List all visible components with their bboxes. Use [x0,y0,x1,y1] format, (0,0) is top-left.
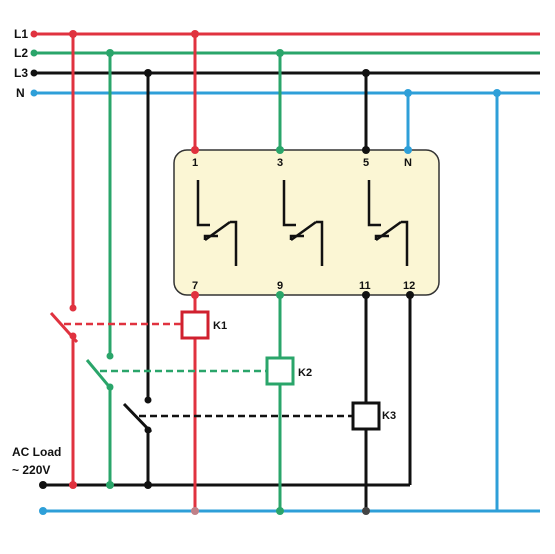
bus-l1-terminal [30,30,38,38]
bus-n-label: N [16,86,25,100]
coil-k1-body [180,310,210,340]
terminal-n [404,146,412,154]
bus-l3-label: L3 [14,66,28,80]
switch-k1 [49,304,79,344]
relay-contact-2 [282,180,324,266]
bus-l2-label: L2 [14,46,28,60]
switch-k3 [122,396,153,434]
coil-k2-label: K2 [298,367,312,379]
junction-dot [106,481,114,489]
bus-l1-label: L1 [14,27,28,41]
coil-k3-body [351,401,381,431]
terminal-3 [276,146,284,154]
junction-dot [69,30,77,38]
relay-housing [173,149,440,296]
terminal-11 [362,291,370,299]
junction-dot [191,507,199,515]
switch-k2 [85,352,114,391]
phase-relay: 1 3 5 N 7 9 11 12 [173,146,440,299]
terminal-7 [191,291,199,299]
terminal-12-label: 12 [403,280,415,292]
load-label: AC Load [12,445,61,459]
load-terminal [39,481,47,489]
terminal-11-label: 11 [359,280,371,292]
relay-contact-1 [196,180,238,266]
bottom-neutral-terminal [39,507,47,515]
coil-k3-label: K3 [382,410,396,422]
supply-busbars: L1 L2 L3 N [14,27,540,100]
l2-wiring [106,49,284,515]
junction-dot [276,49,284,57]
l1-wiring [69,30,199,515]
terminal-12 [406,291,414,299]
bus-n-terminal [30,89,38,97]
junction-dot [191,30,199,38]
coil-k3: K3 [351,401,396,431]
terminal-9 [276,291,284,299]
terminal-3-label: 3 [277,157,283,169]
bus-l2-terminal [30,49,38,57]
coil-k1-label: K1 [213,320,227,332]
junction-dot [493,89,501,97]
junction-dot [106,49,114,57]
junction-dot [362,507,370,515]
coil-k2: K2 [265,356,312,386]
junction-dot [276,507,284,515]
terminal-7-label: 7 [192,280,198,292]
junction-dot [144,69,152,77]
output-bus [39,481,540,515]
load-voltage-label: ~ 220V [12,463,50,477]
coil-k1: K1 [180,310,227,340]
coil-k2-body [265,356,295,386]
terminal-1 [191,146,199,154]
terminal-5 [362,146,370,154]
terminal-5-label: 5 [363,157,369,169]
junction-dot [144,481,152,489]
terminal-n-label: N [404,157,412,169]
junction-dot [362,69,370,77]
terminal-1-label: 1 [192,157,198,169]
l3-wiring [144,69,412,515]
junction-dot [69,481,77,489]
relay-contact-3 [367,180,409,266]
bus-l3-terminal [30,69,38,77]
terminal-9-label: 9 [277,280,283,292]
junction-dot [404,89,412,97]
